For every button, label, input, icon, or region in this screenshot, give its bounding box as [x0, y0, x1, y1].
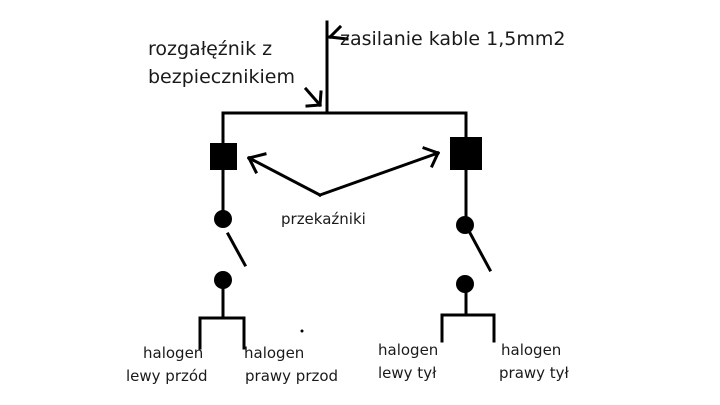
rear-left-label-1: halogen: [378, 341, 439, 359]
front-right-label-1: halogen: [244, 344, 305, 362]
left-switch-lever: [225, 231, 248, 268]
splitter-arrow-icon: [303, 86, 323, 108]
rear-right-label-2: prawy tył: [499, 364, 569, 382]
front-left-label-2: lewy przód: [126, 367, 208, 385]
front-left-label-1: halogen: [143, 344, 204, 362]
right-switch-lever: [467, 230, 493, 273]
supply-arrow-icon: [327, 24, 349, 41]
relay-arrow-left-icon: [246, 152, 323, 198]
left-relay: [210, 143, 237, 170]
relay-arrow-right-icon: [318, 146, 440, 197]
right-relay: [450, 137, 482, 170]
right-switch-bottom-contact: [456, 275, 474, 293]
relays-label: przekaźniki: [281, 210, 366, 228]
front-right-label-2: prawy przod: [245, 367, 339, 385]
splitter-label-line1: rozgałęźnik z: [148, 38, 273, 60]
stray-dot: [300, 329, 304, 333]
rear-left-label-2: lewy tył: [378, 364, 437, 382]
rear-right-label-1: halogen: [501, 341, 562, 359]
left-switch-bottom-contact: [214, 271, 232, 289]
splitter-label-line2: bezpiecznikiem: [148, 66, 295, 88]
supply-label: zasilanie kable 1,5mm2: [340, 28, 566, 50]
left-switch-top-contact: [214, 210, 232, 228]
right-switch-top-contact: [456, 216, 474, 234]
